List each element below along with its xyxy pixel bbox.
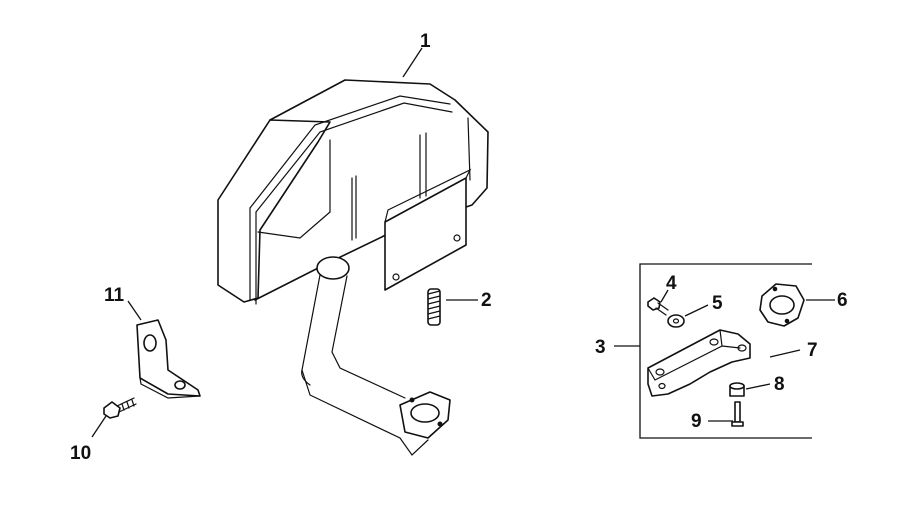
callout-10: 10 bbox=[70, 443, 91, 464]
callout-3: 3 bbox=[595, 337, 606, 358]
washer bbox=[667, 314, 685, 328]
screw bbox=[647, 297, 669, 316]
callout-2: 2 bbox=[481, 290, 492, 311]
muffler-body bbox=[217, 79, 489, 305]
bolt-long bbox=[731, 401, 744, 427]
spring bbox=[427, 288, 441, 326]
callout-8: 8 bbox=[774, 374, 785, 395]
callout-11: 11 bbox=[104, 285, 125, 306]
callout-6: 6 bbox=[837, 290, 848, 311]
callout-1: 1 bbox=[420, 31, 431, 52]
parts-kit-box bbox=[639, 263, 812, 439]
muffler-bracket bbox=[136, 319, 201, 399]
support-bracket bbox=[647, 329, 751, 397]
exhaust-pipe bbox=[301, 256, 451, 456]
spacer bbox=[729, 382, 745, 397]
callout-7: 7 bbox=[807, 340, 818, 361]
callout-5: 5 bbox=[712, 293, 723, 314]
bolt-left bbox=[103, 397, 137, 419]
leader-lines bbox=[91, 47, 835, 438]
callout-4: 4 bbox=[666, 273, 677, 294]
callout-9: 9 bbox=[691, 411, 702, 432]
gasket bbox=[759, 283, 805, 327]
